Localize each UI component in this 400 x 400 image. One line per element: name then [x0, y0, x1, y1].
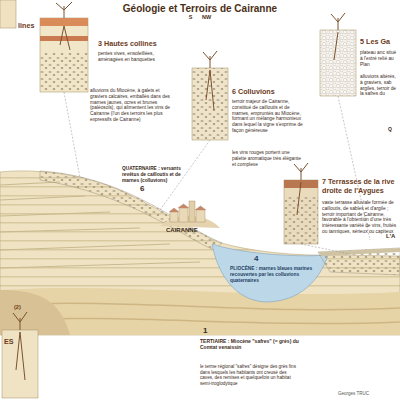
era-label: PLIOCÈNE : marnes bleues marines recouve… [230, 266, 316, 283]
soil-columns [0, 0, 356, 398]
era-label: Q [388, 126, 392, 132]
panel-body: vaste terrasse alluviale formée de caill… [322, 200, 398, 235]
panel-heading: lines [18, 22, 34, 31]
era-label: QUATERNAIRE : versants revêtus de caillo… [122, 166, 190, 183]
panel-heading: 6 Colluvions [232, 88, 308, 97]
terroir-panel: 3 Hautes collines pentes vives, ensoleill… [90, 40, 172, 180]
panel-heading: 5 Les Ga [360, 38, 400, 47]
orientation-label: S NW [150, 14, 250, 21]
panel-body: les vins rouges portent une palette arom… [232, 150, 304, 167]
panel-body: terroir majeur de Cairanne, constitué de… [232, 99, 304, 134]
note-text: le terme régional "safres" désigne des g… [200, 364, 300, 386]
callout-number: 6 [140, 184, 144, 194]
panel-heading: 7 Terrasses de la rive droite de l'Aygue… [322, 178, 399, 195]
terroir-panel: 6 Colluvions terroir majeur de Cairanne, … [230, 88, 308, 184]
panel-heading: ES [4, 338, 14, 347]
river-label: L'A [386, 233, 395, 240]
village-label: CAIRANNE [166, 227, 198, 234]
panel-body: plateau anc situé à l'extré relié au Pla… [360, 50, 398, 67]
credit-text: Georges TRUC [338, 391, 369, 396]
panel-body: pentes vives, ensoleillées, aménagées en… [98, 51, 156, 63]
callout-number: 4 [254, 254, 258, 264]
panel-body: alluvions altérés, à graviers, sab argil… [360, 74, 398, 97]
callout-number: 1 [203, 326, 207, 336]
panel-body: alluvions du Miocène, à galets et gravie… [90, 88, 170, 123]
terroir-panel: 5 Les Ga plateau anc situé à l'extré reli… [358, 38, 400, 163]
diagram-title: Géologie et Terroirs de Cairanne [0, 3, 400, 15]
callout-number: (2) [14, 304, 21, 311]
terroir-panel: 7 Terrasses de la rive droite de l'Aygue… [320, 178, 400, 274]
era-label: TERTIAIRE : Miocène "safres" (= grès) du… [200, 338, 304, 350]
panel-heading: 3 Hautes collines [98, 40, 174, 49]
